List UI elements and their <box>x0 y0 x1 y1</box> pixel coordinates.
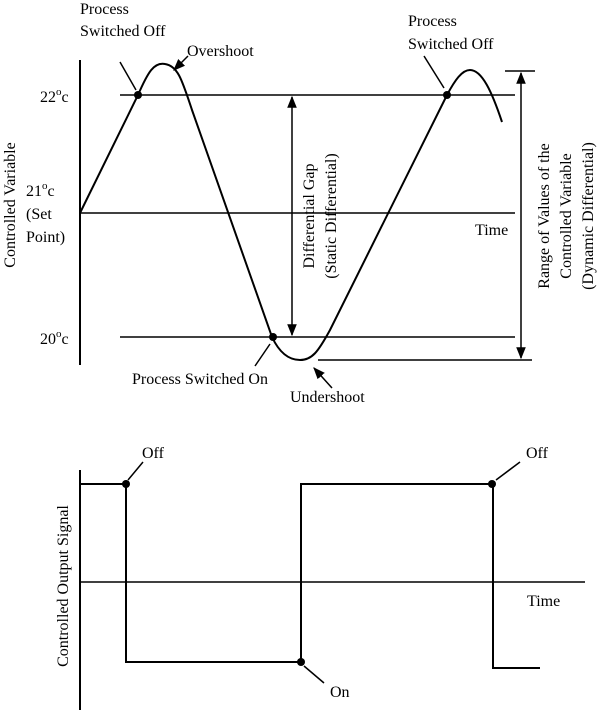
process-off-left-label-line1: Process <box>80 1 129 18</box>
process-off-left-label-line2: Switched Off <box>80 23 166 40</box>
bottom-time-label: Time <box>527 593 560 610</box>
process-on-pointer <box>254 343 271 367</box>
process-on-label: Process Switched On <box>132 371 268 388</box>
bottom-chart: Controlled Output Signal Off Off On Time <box>55 445 585 710</box>
controlled-variable-curve <box>79 62 503 362</box>
off-left-label: Off <box>142 445 165 462</box>
process-off-right-label-line2: Switched Off <box>408 36 494 53</box>
top-time-label: Time <box>475 222 508 239</box>
range-label-line1: Range of Values of the <box>536 143 553 288</box>
on-pointer <box>303 665 325 684</box>
top-chart: Controlled Variable 22oc 21oc (Set Point… <box>2 1 597 406</box>
off-point-left <box>122 480 130 488</box>
switch-off-point-left <box>134 91 142 99</box>
off-point-right <box>488 480 496 488</box>
process-off-right-pointer <box>423 55 445 89</box>
undershoot-label: Undershoot <box>290 389 365 406</box>
range-label-line3: (Dynamic Differential) <box>580 142 597 290</box>
temp-20-label: 20oc <box>40 328 69 348</box>
temp-21-label: 21oc <box>26 180 55 200</box>
undershoot-arrow <box>313 367 333 389</box>
overshoot-label: Overshoot <box>187 43 254 60</box>
off-left-pointer <box>127 461 144 481</box>
switch-on-point <box>269 333 277 341</box>
differential-gap-label-line2: (Static Differential) <box>323 153 340 278</box>
top-y-axis-label: Controlled Variable <box>2 142 19 267</box>
output-signal-waveform <box>80 483 540 669</box>
bottom-y-axis-label: Controlled Output Signal <box>55 505 72 667</box>
process-off-right-label-line1: Process <box>408 13 457 30</box>
range-label-line2: Controlled Variable <box>558 153 575 278</box>
off-right-label: Off <box>526 445 549 462</box>
set-point-label-line2: Point) <box>26 229 65 246</box>
off-right-pointer <box>495 461 521 481</box>
process-off-left-pointer <box>119 61 137 91</box>
differential-gap-label-line1: Differential Gap <box>301 164 318 269</box>
set-point-label-line1: (Set <box>26 206 52 223</box>
switch-off-point-right <box>443 91 451 99</box>
temp-22-label: 22oc <box>40 86 69 106</box>
overshoot-arrow <box>173 55 189 71</box>
on-point <box>297 658 305 666</box>
on-label: On <box>330 684 350 701</box>
